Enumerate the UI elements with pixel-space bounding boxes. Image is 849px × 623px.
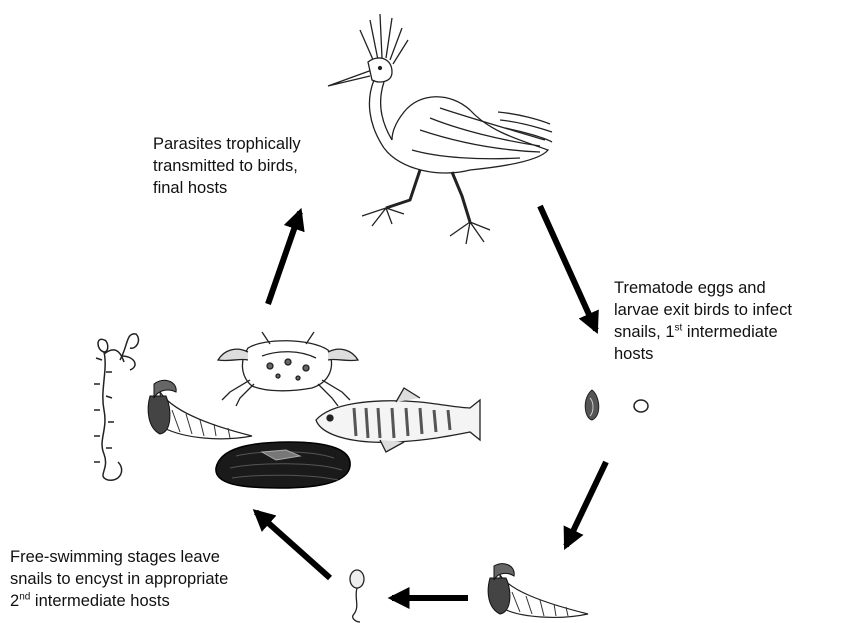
label-eggs-line3: snails, 1st intermediate xyxy=(614,321,792,343)
crab-icon xyxy=(218,332,358,406)
arrow-to-birds xyxy=(268,212,300,304)
label-transmission: Parasites trophically transmitted to bir… xyxy=(153,133,301,199)
label-eggs-line3a: snails, 1 xyxy=(614,323,675,341)
arrow-to-horn-snail xyxy=(566,462,606,546)
killifish-icon xyxy=(316,388,480,452)
egret-bird-icon xyxy=(328,14,552,244)
label-transmission-line1: Parasites trophically xyxy=(153,133,301,155)
label-encyst-line2: snails to encyst in appropriate xyxy=(10,568,228,590)
arrow-to-second-hosts xyxy=(256,512,330,578)
label-encyst-line1: Free-swimming stages leave xyxy=(10,546,228,568)
arrow-to-snails xyxy=(540,206,596,330)
label-eggs-line2: larvae exit birds to infect xyxy=(614,299,792,321)
label-transmission-line2: transmitted to birds, xyxy=(153,155,301,177)
label-transmission-line3: final hosts xyxy=(153,177,301,199)
label-encyst: Free-swimming stages leave snails to enc… xyxy=(10,546,228,612)
cercaria-icon xyxy=(350,570,364,622)
label-encyst-line3sup: nd xyxy=(19,592,30,603)
label-eggs-line3b: intermediate xyxy=(682,323,777,341)
clam-icon xyxy=(216,442,350,488)
label-eggs-line1: Trematode eggs and xyxy=(614,277,792,299)
horn-snail-icon xyxy=(148,380,252,439)
polychaete-worm-icon xyxy=(94,334,138,480)
label-encyst-line3: 2nd intermediate hosts xyxy=(10,590,228,612)
label-eggs: Trematode eggs and larvae exit birds to … xyxy=(614,277,792,365)
label-encyst-line3b: intermediate hosts xyxy=(30,592,169,610)
label-encyst-line3a: 2 xyxy=(10,592,19,610)
label-eggs-line4: hosts xyxy=(614,343,792,365)
larva-icon xyxy=(585,390,599,420)
horn-snail-icon xyxy=(488,564,588,618)
trematode-egg-icon xyxy=(634,400,648,412)
